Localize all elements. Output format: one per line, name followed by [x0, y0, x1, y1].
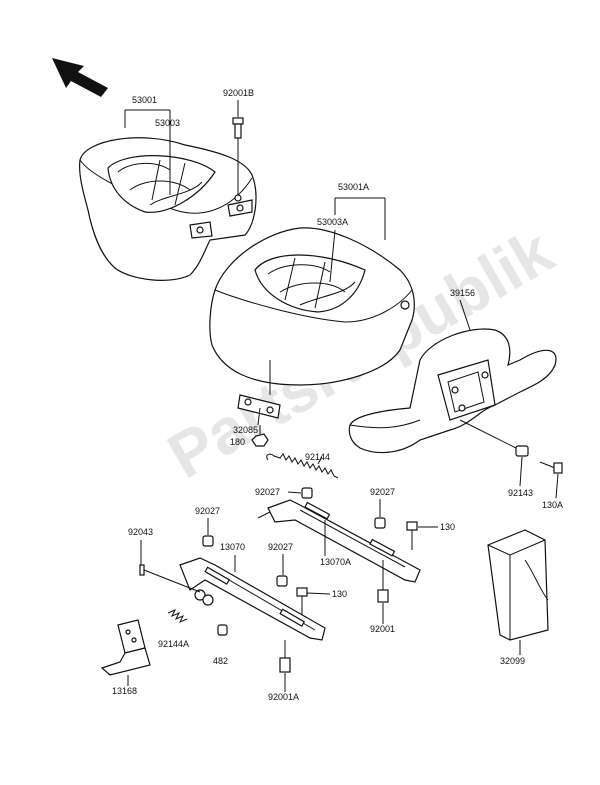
bracket-13070A	[257, 499, 421, 583]
label-130-b: 130	[332, 589, 347, 599]
label-92001B: 92001B	[223, 88, 254, 98]
bolt-92001	[377, 560, 389, 603]
bolt-130-b	[296, 587, 308, 615]
label-92144A: 92144A	[158, 639, 189, 649]
label-53003: 53003	[155, 118, 180, 128]
label-130-a: 130	[440, 522, 455, 532]
pin-92043	[139, 564, 201, 593]
leader-53001A	[329, 197, 386, 283]
label-53001: 53001	[132, 95, 157, 105]
rear-seat-53001	[79, 137, 257, 281]
label-92027-a: 92027	[255, 487, 280, 497]
leader-39156	[459, 299, 471, 331]
spring-92144A	[167, 609, 188, 623]
label-39156: 39156	[450, 288, 475, 298]
label-482: 482	[213, 656, 228, 666]
leader-130A	[555, 473, 559, 499]
plate-32085	[237, 394, 281, 426]
collar-92027-b	[374, 517, 386, 529]
bolt-130-a	[406, 521, 418, 550]
nut-180	[251, 425, 269, 447]
collar-92027-a	[301, 487, 313, 499]
spring-92144	[266, 453, 339, 479]
label-92001A: 92001A	[268, 692, 299, 702]
label-92001: 92001	[370, 624, 395, 634]
label-13070: 13070	[220, 542, 245, 552]
label-13070A: 13070A	[320, 557, 351, 567]
label-92027-b: 92027	[370, 487, 395, 497]
collar-92143	[515, 445, 529, 457]
leader-92144	[317, 456, 323, 465]
label-92027-d: 92027	[268, 542, 293, 552]
label-13168: 13168	[112, 686, 137, 696]
bracket-13168	[100, 619, 151, 676]
label-130A: 130A	[542, 500, 563, 510]
leader-53001	[124, 109, 171, 195]
bolt-92001A	[279, 640, 291, 673]
backrest-39156	[348, 328, 557, 454]
collar-92027-d	[276, 575, 288, 587]
label-180: 180	[230, 437, 245, 447]
leader-130-b	[306, 592, 331, 595]
label-32099: 32099	[500, 656, 525, 666]
bolt-130A	[539, 461, 563, 474]
leader-92027-a	[287, 491, 302, 494]
bracket-13070	[179, 557, 326, 641]
label-92027-c: 92027	[195, 506, 220, 516]
bolt-92001B	[232, 117, 244, 202]
box-32099	[487, 529, 549, 641]
label-92143: 92143	[508, 488, 533, 498]
label-92043: 92043	[128, 527, 153, 537]
direction-arrow-icon	[52, 58, 108, 97]
clip-482	[217, 624, 228, 636]
collar-92027-c	[202, 535, 214, 547]
leader-92143	[519, 456, 523, 487]
label-53003A: 53003A	[317, 217, 348, 227]
label-92144: 92144	[305, 452, 330, 462]
label-32085: 32085	[233, 425, 258, 435]
front-seat-53001A	[209, 227, 415, 395]
label-53001A: 53001A	[338, 182, 369, 192]
